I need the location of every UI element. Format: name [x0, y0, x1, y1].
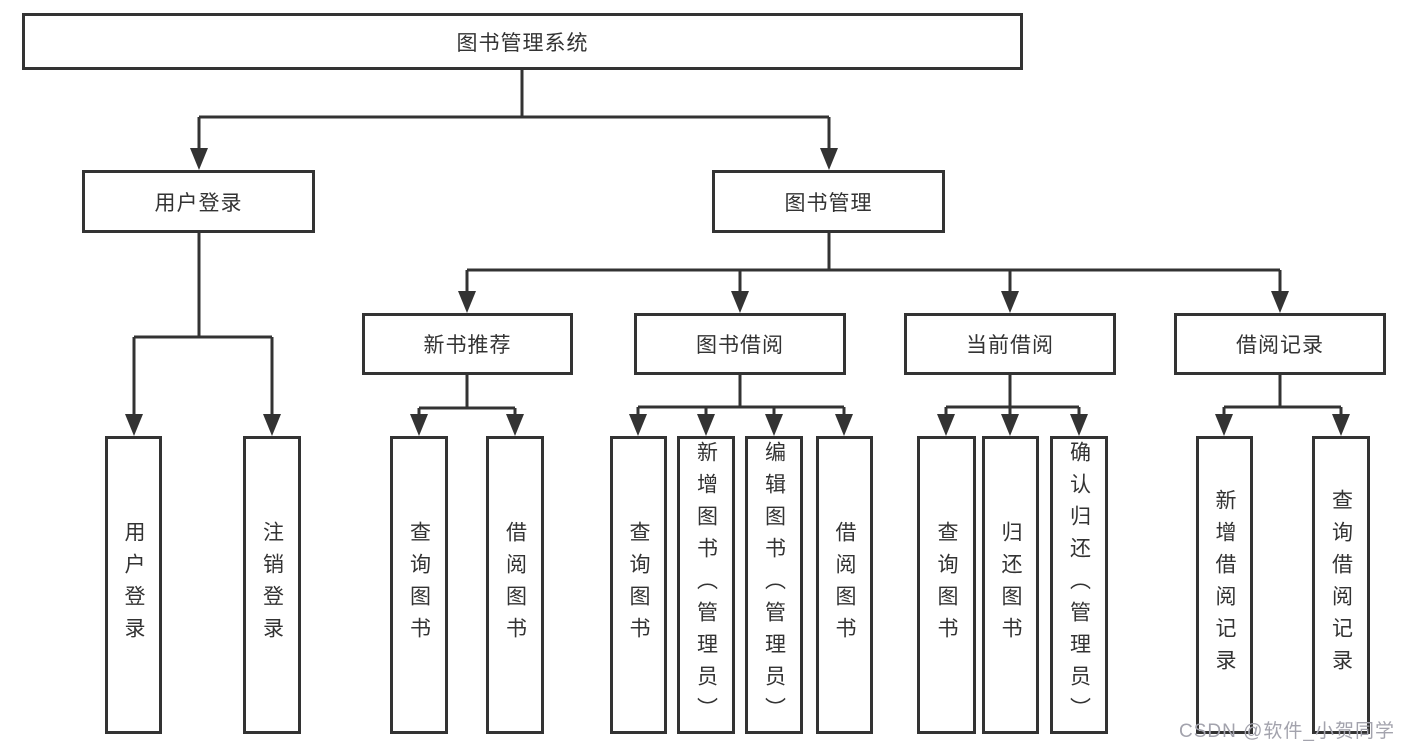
arrowhead — [190, 148, 208, 170]
arrowhead — [697, 414, 715, 436]
node-label: 图书管理系统 — [456, 31, 589, 55]
node-label: 图书管理 — [784, 191, 873, 215]
leaf-label: 新增借阅记录 — [1213, 489, 1237, 681]
arrowhead — [731, 291, 749, 313]
arrowhead — [263, 414, 281, 436]
arrowheads — [125, 148, 1350, 436]
arrowhead — [506, 414, 524, 436]
leaf-label: 编辑图书（管理员） — [762, 441, 786, 729]
arrowhead — [1001, 291, 1019, 313]
leaf-user-login: 用户登录 — [105, 436, 162, 734]
node-label: 当前借阅 — [966, 334, 1054, 357]
arrowhead — [1332, 414, 1350, 436]
leaf-query-books-current: 查询图书 — [917, 436, 976, 734]
leaf-borrow-books-recommend: 借阅图书 — [486, 436, 544, 734]
leaf-label: 归还图书 — [999, 521, 1023, 649]
arrowhead — [1271, 291, 1289, 313]
leaf-return-books: 归还图书 — [982, 436, 1039, 734]
arrowhead — [835, 414, 853, 436]
node-label: 新书推荐 — [423, 334, 512, 357]
node-new-book-recommend: 新书推荐 — [362, 313, 573, 375]
leaf-edit-books-admin: 编辑图书（管理员） — [745, 436, 803, 734]
node-label: 图书借阅 — [696, 334, 784, 357]
node-book-management: 图书管理 — [712, 170, 945, 233]
node-user-login: 用户登录 — [82, 170, 315, 233]
leaf-label: 查询图书 — [935, 521, 959, 649]
arrowhead — [1215, 414, 1233, 436]
leaf-label: 查询图书 — [407, 521, 431, 649]
leaf-add-books-admin: 新增图书（管理员） — [677, 436, 735, 734]
leaf-label: 借阅图书 — [503, 521, 527, 649]
leaf-label: 借阅图书 — [833, 521, 857, 649]
arrowhead — [937, 414, 955, 436]
node-label: 借阅记录 — [1236, 334, 1324, 357]
leaf-label: 确认归还（管理员） — [1067, 441, 1091, 729]
leaf-query-books-recommend: 查询图书 — [390, 436, 448, 734]
leaf-label: 用户登录 — [122, 521, 146, 649]
arrowhead — [765, 414, 783, 436]
leaf-borrow-books: 借阅图书 — [816, 436, 873, 734]
arrowhead — [820, 148, 838, 170]
leaf-label: 查询图书 — [627, 521, 651, 649]
leaf-query-books-borrowing: 查询图书 — [610, 436, 667, 734]
arrowhead — [629, 414, 647, 436]
arrowhead — [125, 414, 143, 436]
leaf-label: 查询借阅记录 — [1329, 489, 1353, 681]
arrowhead — [1001, 414, 1019, 436]
tree-edges — [132, 70, 1343, 417]
leaf-query-borrow-record: 查询借阅记录 — [1312, 436, 1370, 734]
node-label: 用户登录 — [154, 191, 243, 215]
leaf-label: 注销登录 — [260, 521, 284, 649]
leaf-confirm-return-admin: 确认归还（管理员） — [1050, 436, 1108, 734]
watermark-text: CSDN @软件_小贺同学 — [1179, 721, 1395, 742]
node-system-root: 图书管理系统 — [22, 13, 1023, 70]
leaf-label: 新增图书（管理员） — [694, 441, 718, 729]
node-current-borrowing: 当前借阅 — [904, 313, 1116, 375]
arrowhead — [410, 414, 428, 436]
arrowhead — [458, 291, 476, 313]
arrowhead — [1070, 414, 1088, 436]
node-borrowing-records: 借阅记录 — [1174, 313, 1386, 375]
leaf-add-borrow-record: 新增借阅记录 — [1196, 436, 1253, 734]
leaf-logout: 注销登录 — [243, 436, 301, 734]
node-book-borrowing: 图书借阅 — [634, 313, 846, 375]
